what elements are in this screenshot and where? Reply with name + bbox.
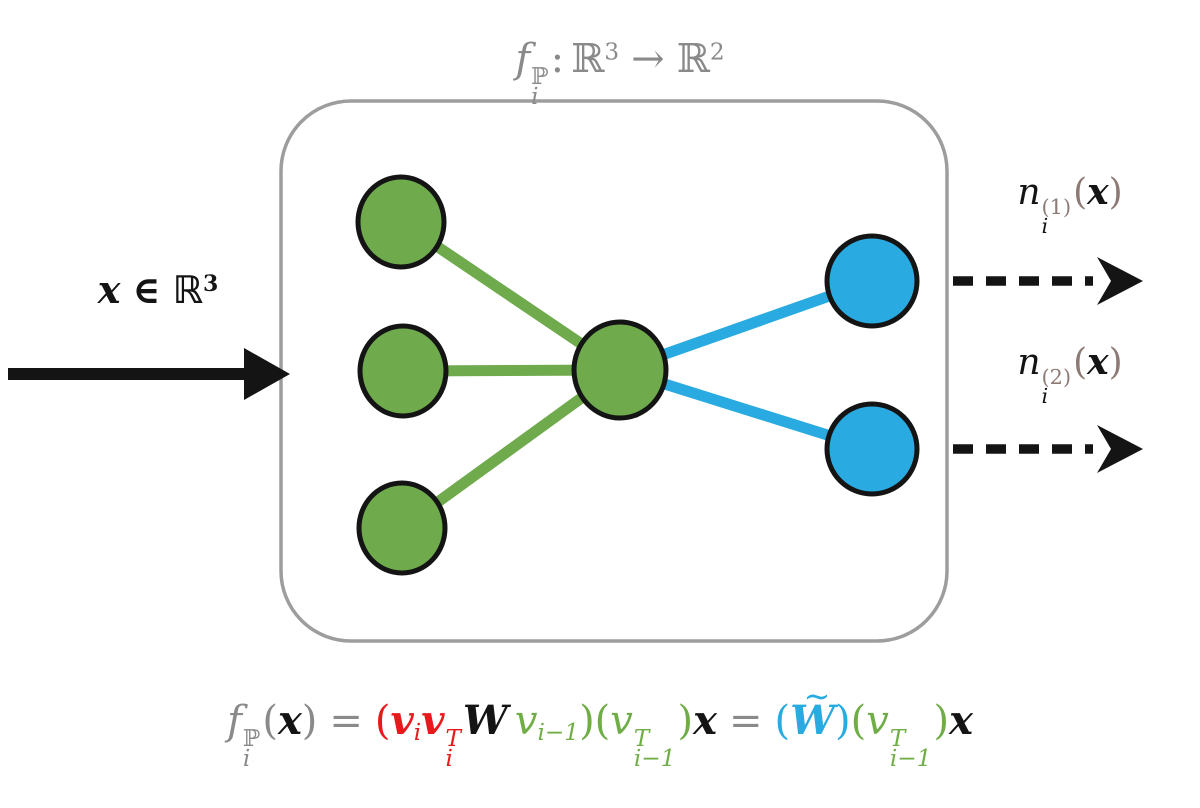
term2-open-paren: ( <box>594 698 611 744</box>
output1-scripts: (1)i <box>1041 195 1072 239</box>
output1-close-paren: ) <box>1108 172 1123 213</box>
input-space-exp: 3 <box>202 270 219 297</box>
input-node-3 <box>356 480 448 576</box>
term3-open-paren: ( <box>774 698 791 744</box>
output2-sub: i <box>1041 384 1049 409</box>
input-x: x <box>97 267 121 312</box>
output-label-2: n(2)i(x) <box>950 341 1190 409</box>
output2-close-paren: ) <box>1108 342 1123 383</box>
output1-sup: (1) <box>1041 195 1072 220</box>
formula-f-sub: i <box>242 745 251 773</box>
term2-v-sup: T <box>633 724 650 752</box>
formula-x2: x <box>693 697 717 744</box>
term2-v: v <box>610 698 633 744</box>
signature-domain: ℝ <box>571 36 605 82</box>
output2-sup: (2) <box>1041 365 1072 390</box>
formula-f-sup: ℙ <box>242 724 261 752</box>
term4-v-sub: i−1 <box>889 745 932 773</box>
formula-close-paren-x: ) <box>301 698 318 744</box>
formula-equals-1: = <box>329 698 363 744</box>
output2-x: x <box>1087 341 1109 383</box>
output2-scripts: (2)i <box>1041 365 1072 409</box>
output1-open-paren: ( <box>1073 172 1088 213</box>
signature-colon: : <box>550 36 565 82</box>
term4-v: v <box>866 698 889 744</box>
signature-codomain: ℝ <box>676 36 710 82</box>
output-arrow-2-head <box>1097 425 1143 473</box>
tilde-accent: ∼ <box>803 677 831 716</box>
term1-v3-sub: i−1 <box>537 718 580 746</box>
formula-open-paren-x: ( <box>262 698 278 744</box>
term1-v2-sub: i <box>445 745 453 773</box>
input-label: x∈ℝ3 <box>34 270 282 310</box>
formula-f: f <box>227 698 242 744</box>
term1-v2-sup: T <box>445 724 461 752</box>
output1-sub: i <box>1041 214 1049 239</box>
term4-open-paren: ( <box>850 698 867 744</box>
signature-f-sub: i <box>531 83 539 111</box>
formula-equals-2: = <box>728 698 763 744</box>
term1-W: W <box>462 697 508 744</box>
input-node-2 <box>357 323 449 419</box>
formula-x-arg: x <box>277 697 302 744</box>
input-space: ℝ <box>172 267 203 312</box>
output-arrow-1-head <box>1097 257 1143 305</box>
output-node-2 <box>824 401 920 497</box>
term1-v1-sub: i <box>413 718 422 746</box>
term1-open-paren: ( <box>374 698 391 744</box>
term2-v-sub: i−1 <box>633 745 676 773</box>
output2-open-paren: ( <box>1073 342 1088 383</box>
signature-arrow: → <box>631 36 665 82</box>
output1-n: n <box>1017 172 1041 213</box>
term3-W-tilde: ∼W <box>790 680 836 744</box>
term4-close-paren: ) <box>933 698 950 744</box>
term4-v-sup: T <box>889 724 906 752</box>
term3-W: W <box>790 697 836 744</box>
term1-close-paren: ) <box>579 698 595 744</box>
signature-f-sup: ℙ <box>531 62 549 90</box>
output-label-1: n(1)i(x) <box>950 171 1190 239</box>
term2-close-paren: ) <box>677 698 694 744</box>
term1-v1: v <box>390 697 414 744</box>
output1-x: x <box>1087 171 1109 213</box>
signature-codomain-exp: 2 <box>709 38 725 66</box>
formula-x3: x <box>949 697 973 744</box>
input-node-1 <box>355 174 447 270</box>
hidden-node <box>571 319 669 421</box>
signature-f: f <box>515 36 531 82</box>
term3-close-paren: ) <box>835 698 851 744</box>
input-arrow-head <box>244 348 290 400</box>
element-of-symbol: ∈ <box>132 267 161 312</box>
output-node-1 <box>824 233 920 329</box>
output2-n: n <box>1017 342 1041 383</box>
term1-v2: v <box>421 697 445 744</box>
term1-v3: v <box>514 698 538 744</box>
signature-domain-exp: 3 <box>604 38 620 66</box>
